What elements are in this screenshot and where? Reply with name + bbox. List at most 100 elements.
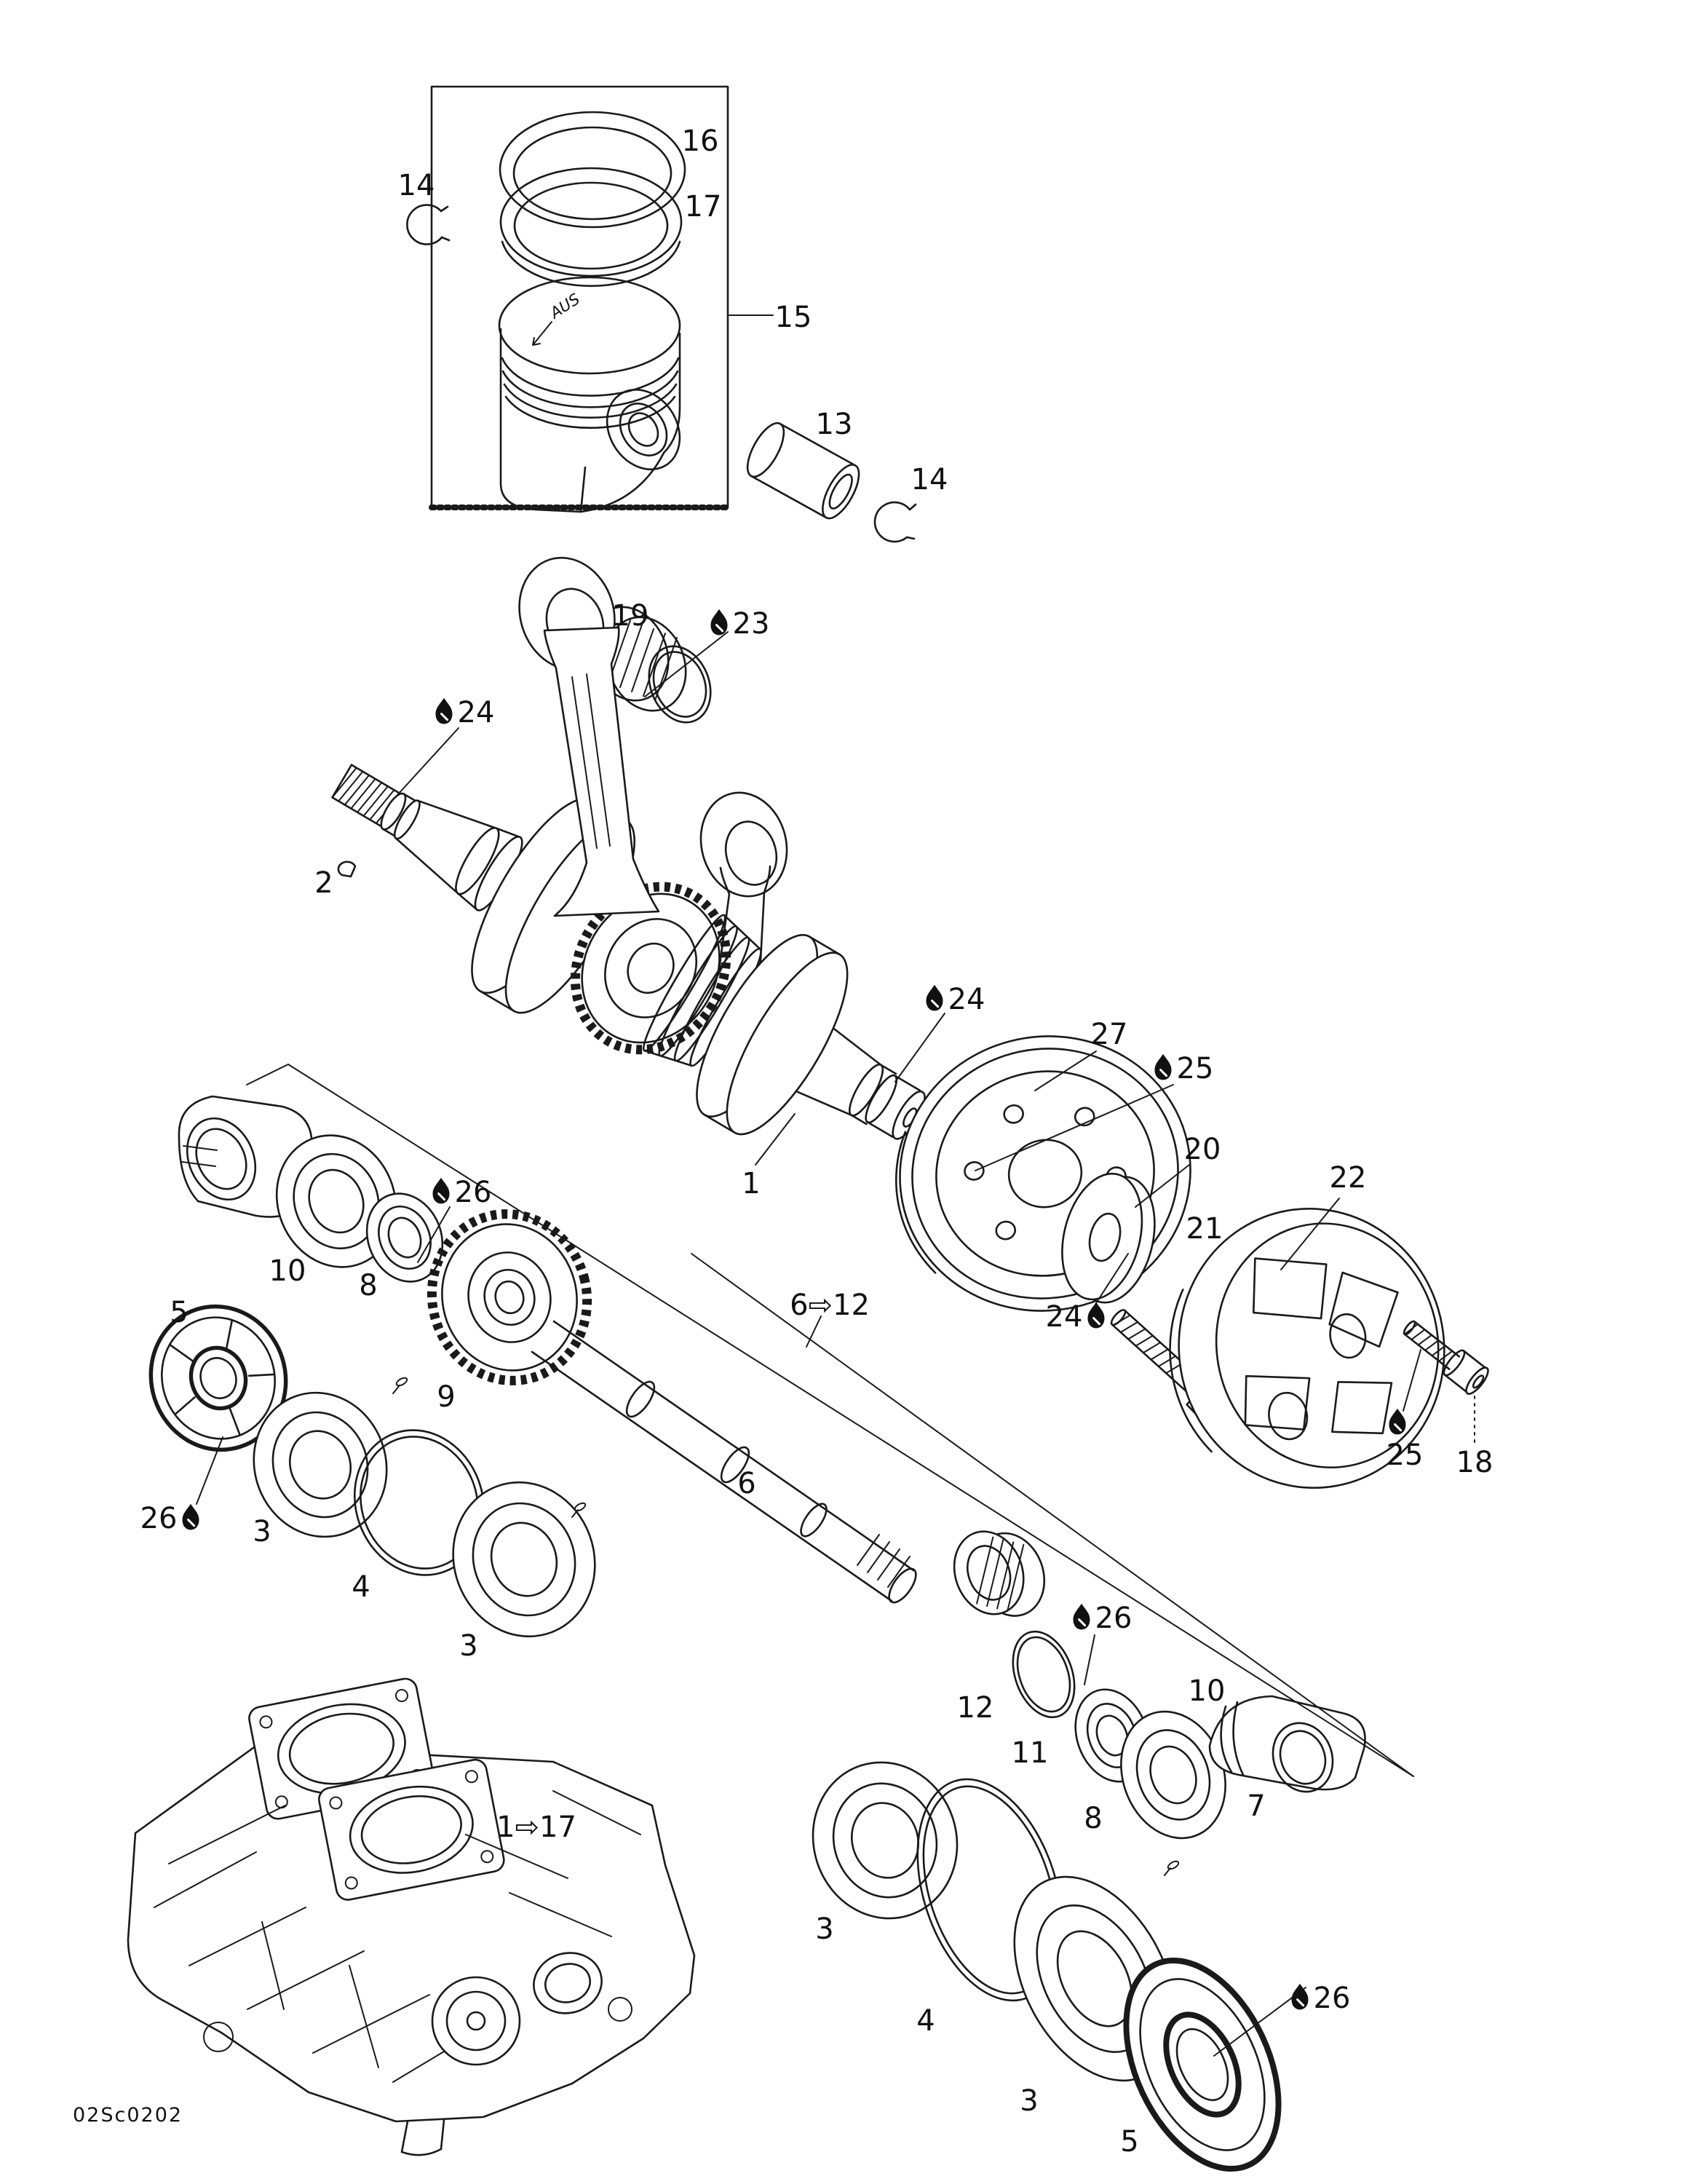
lock-pin-a — [392, 1377, 408, 1394]
flywheel-center-hole — [1007, 1139, 1083, 1208]
callout-7: 7 — [1247, 1789, 1265, 1823]
crankshaft-1 — [331, 764, 926, 1140]
oil-drop-icon — [710, 609, 728, 636]
callout-label: 25 — [1387, 1439, 1424, 1472]
callout-leader — [417, 1206, 451, 1263]
bearing-3-right-a — [812, 1761, 959, 1920]
callout-3-b: 3 — [459, 1629, 477, 1663]
callout-label: 10 — [1189, 1674, 1226, 1708]
oil-drop-icon — [1073, 1603, 1090, 1630]
seal-carrier-5-left — [148, 1304, 288, 1452]
callout-label: 8 — [359, 1269, 377, 1302]
callout-leader — [1403, 1349, 1421, 1412]
callout-label: 23 — [733, 607, 770, 641]
callout-leader — [894, 1013, 945, 1083]
callout-label: 6 — [737, 1467, 755, 1500]
bearing-3-left-a — [253, 1391, 388, 1538]
callout-label: 18 — [1456, 1446, 1493, 1479]
callout-leader — [1135, 1164, 1190, 1208]
oring-11 — [1012, 1630, 1076, 1719]
oil-drop-icon — [432, 1177, 450, 1204]
callout-20: 20 — [1135, 1133, 1221, 1208]
callout-25-flywheel: 25 — [975, 1052, 1213, 1171]
oil-drop-icon — [1087, 1302, 1105, 1329]
callout-12: 12 — [957, 1691, 994, 1725]
callout-3-c: 3 — [815, 1912, 833, 1946]
oil-drop-icon — [435, 697, 453, 724]
group-brackets — [246, 1064, 1414, 1777]
callout-15: 15 — [729, 301, 812, 334]
callout-label: 19 — [612, 599, 649, 633]
callout-24-bolt: 24 — [1046, 1253, 1129, 1334]
callout-label: 10 — [269, 1254, 306, 1288]
callout-leader — [1084, 1634, 1095, 1685]
oil-drop-icon — [926, 984, 943, 1011]
bracket-line-1 — [691, 1253, 1414, 1777]
callout-3-d: 3 — [1020, 2084, 1038, 2118]
callout-25-clutch: 25 — [1387, 1349, 1424, 1472]
callout-label: 22 — [1330, 1161, 1367, 1195]
oring-4-right — [916, 1778, 1063, 2002]
callout-26-seal: 26 — [1213, 1982, 1351, 2057]
callout-label: 24 — [1046, 1300, 1083, 1334]
callout-24-nose: 24 — [397, 696, 494, 796]
washer-20 — [1061, 1172, 1156, 1304]
callout-label: 5 — [170, 1296, 188, 1329]
callout-1-17: 1⇨17 — [496, 1811, 576, 1844]
oring-4-left — [353, 1429, 485, 1576]
callout-leader — [1034, 1051, 1097, 1091]
oil-drop-icon — [1389, 1408, 1406, 1435]
piston-ring-17 — [499, 167, 683, 288]
callout-label: 15 — [775, 301, 812, 334]
callout-label: 3 — [253, 1515, 271, 1548]
oil-drop-icon — [1291, 1983, 1309, 2010]
screw-18 — [1403, 1320, 1489, 1395]
callout-label: 2 — [314, 866, 333, 900]
seal-carrier-5-right — [1123, 1957, 1282, 2172]
callout-label: 3 — [459, 1629, 477, 1663]
callout-label: 4 — [352, 1570, 370, 1604]
callout-14-right: 14 — [911, 463, 948, 496]
callout-6-12: 6⇨12 — [790, 1289, 870, 1348]
callout-9: 9 — [437, 1380, 455, 1414]
callout-19: 19 — [612, 599, 649, 633]
bearing-3-left-b — [452, 1481, 596, 1638]
oil-drop-icon — [182, 1503, 199, 1530]
callout-8-left: 8 — [359, 1269, 377, 1302]
callout-2: 2 — [314, 866, 333, 900]
piston-detail-box — [429, 85, 731, 510]
callout-label: 12 — [957, 1691, 994, 1725]
diagram-code: 02Sc0202 — [73, 2104, 183, 2126]
callout-4-a: 4 — [352, 1570, 370, 1604]
callout-26-pump: 26 — [140, 1436, 223, 1535]
circlip-14-right — [873, 501, 917, 543]
callout-label: 1 — [742, 1167, 760, 1200]
callout-18: 18 — [1456, 1396, 1493, 1479]
callout-5-left: 5 — [170, 1296, 188, 1329]
callout-26-mid: 26 — [1073, 1602, 1132, 1685]
wrist-pin-13 — [746, 422, 860, 520]
crank-gear-teeth — [570, 882, 731, 1055]
callout-label: 4 — [916, 2004, 935, 2038]
callout-5-right: 5 — [1120, 2125, 1138, 2159]
crown-arrow — [532, 321, 552, 346]
callout-label: 27 — [1091, 1018, 1128, 1051]
callout-label: 3 — [815, 1912, 833, 1946]
callout-26-upper-left: 26 — [417, 1176, 492, 1263]
callout-label: 11 — [1012, 1736, 1049, 1770]
callout-leader — [975, 1084, 1174, 1171]
pump-cover — [431, 1976, 521, 2066]
callout-10-left: 10 — [269, 1254, 306, 1288]
seal-8-left — [365, 1192, 444, 1283]
callout-label: 6⇨12 — [790, 1289, 870, 1322]
callout-17: 17 — [685, 190, 722, 223]
callout-label: 26 — [455, 1176, 492, 1209]
coupler-22 — [1169, 1207, 1445, 1489]
shaft-6 — [531, 1320, 917, 1604]
wrist-pin-boss — [606, 388, 681, 471]
callout-label: 5 — [1120, 2125, 1138, 2159]
callout-label: 14 — [911, 463, 948, 496]
callout-13: 13 — [816, 408, 853, 441]
callout-label: 26 — [1314, 1982, 1351, 2015]
